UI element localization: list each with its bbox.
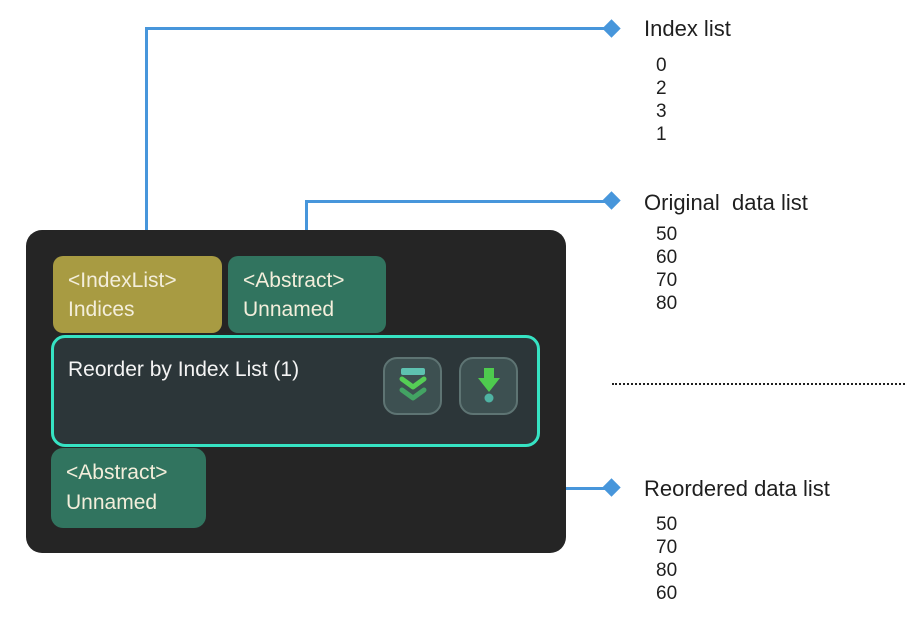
- collapse-node-button[interactable]: [383, 357, 442, 415]
- connector-diamond-icon: [602, 478, 621, 497]
- connector-line-original-data: [305, 200, 308, 251]
- collapse-double-chevron-icon: [395, 365, 431, 408]
- annotation-title-reordered-data: Reordered data list: [644, 476, 830, 501]
- connector-line-original-data: [305, 200, 608, 203]
- list-item: 70: [656, 270, 678, 291]
- list-item: 0: [656, 55, 667, 76]
- list-item: 80: [656, 293, 678, 314]
- annotation-values-index-list: 0 2 3 1: [656, 54, 667, 146]
- port-type-label: <Abstract>: [66, 461, 168, 484]
- port-name-label: Unnamed: [243, 298, 335, 321]
- list-item: 70: [656, 537, 678, 558]
- connector-line-index-list: [145, 27, 148, 264]
- reorder-node[interactable]: [51, 335, 540, 447]
- list-item: 80: [656, 560, 678, 581]
- node-title: Reorder by Index List (1): [68, 358, 300, 381]
- list-item: 50: [656, 514, 678, 535]
- connector-line-index-list: [145, 27, 611, 30]
- port-type-label: <Abstract>: [243, 269, 345, 292]
- annotation-title-original-data: Original data list: [644, 190, 808, 215]
- list-item: 60: [656, 247, 678, 268]
- insert-output-arrow-icon: [471, 365, 507, 408]
- connector-diamond-icon: [602, 191, 621, 210]
- port-name-label: Indices: [68, 298, 135, 321]
- insert-output-button[interactable]: [459, 357, 518, 415]
- annotation-values-original-data: 50 60 70 80: [656, 223, 677, 315]
- port-type-label: <IndexList>: [68, 269, 177, 292]
- annotation-title-index-list: Index list: [644, 16, 731, 41]
- annotation-values-reordered-data: 50 70 80 60: [656, 513, 677, 605]
- output-port-abstract[interactable]: <Abstract> Unnamed: [51, 448, 206, 528]
- list-item: 60: [656, 583, 678, 604]
- dotted-divider: [612, 383, 905, 385]
- list-item: 3: [656, 101, 667, 122]
- input-port-abstract[interactable]: <Abstract> Unnamed: [228, 256, 386, 333]
- connector-diamond-icon: [602, 19, 621, 38]
- list-item: 50: [656, 224, 678, 245]
- input-port-indices[interactable]: <IndexList> Indices: [53, 256, 222, 333]
- list-item: 2: [656, 78, 667, 99]
- port-name-label: Unnamed: [66, 491, 158, 514]
- list-item: 1: [656, 124, 667, 145]
